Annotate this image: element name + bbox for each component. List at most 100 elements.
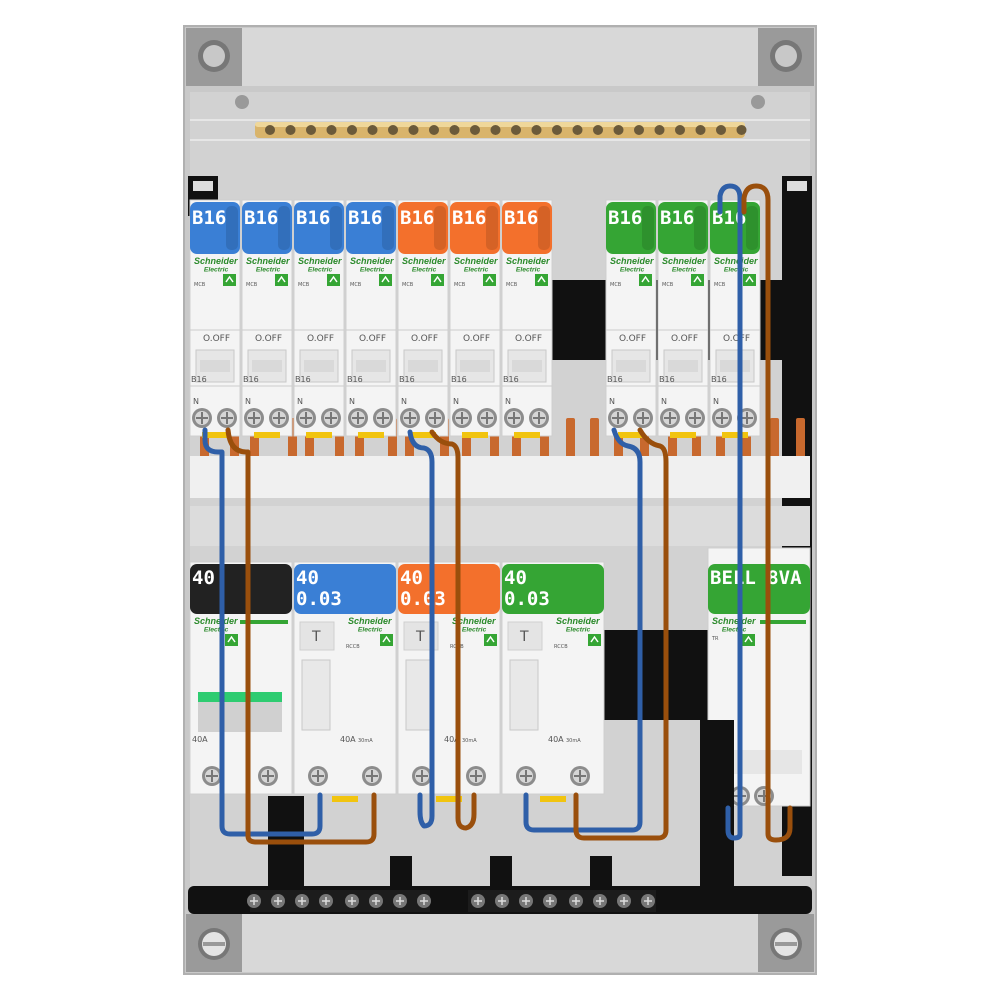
earth-screw[interactable] [285, 125, 296, 135]
brand-sub: Electric [672, 267, 697, 274]
neutral-marker: N [505, 397, 511, 406]
mcb-label-cap [502, 202, 552, 254]
mcb-label-cap [450, 202, 500, 254]
rccb[interactable]: 400.03SchneiderElectricTRCCBO.OFF40A30mA [501, 561, 605, 802]
neutral-marker: N [401, 397, 407, 406]
test-button-label: T [415, 629, 425, 645]
brand-sub: Electric [256, 267, 281, 274]
brand-name: Schneider [350, 256, 394, 266]
terminal-clip [514, 432, 540, 438]
rccb-label-cap [502, 564, 604, 614]
mcb-model: MCB [402, 282, 414, 288]
earth-screw[interactable] [470, 125, 480, 135]
mcb-toggle-lever[interactable] [408, 360, 438, 372]
house-icon [381, 275, 390, 283]
mcb-rating-text: B16 [607, 375, 623, 384]
rccb-sensitivity-label: 0.03 [504, 588, 550, 610]
mcb-toggle-lever[interactable] [512, 360, 542, 372]
wire-neutral-blue [717, 183, 743, 841]
busbar-cover-mid [190, 506, 810, 546]
rccb-rating-text: 40A [444, 735, 460, 744]
terminal-clip [436, 796, 462, 802]
mcb-toggle-lever[interactable] [200, 360, 230, 372]
mcb-toggle-lever[interactable] [356, 360, 386, 372]
mcb-toggle-lever[interactable] [616, 360, 646, 372]
mcb-rating-label: B16 [452, 207, 486, 229]
brand-name: Schneider [506, 256, 550, 266]
earth-screw[interactable] [449, 125, 460, 135]
house-icon [641, 275, 650, 283]
earth-screw[interactable] [552, 125, 562, 135]
neutral-terminals [247, 894, 655, 908]
earth-screw[interactable] [695, 125, 706, 135]
neutral-marker: N [713, 397, 719, 406]
earth-screw[interactable] [716, 125, 726, 135]
earth-screw[interactable] [429, 125, 439, 135]
earth-screw[interactable] [306, 125, 316, 135]
isolator-label-cap [190, 564, 292, 614]
cap-shade [746, 206, 758, 250]
mcb-toggle-lever[interactable] [252, 360, 282, 372]
rccb-toggle[interactable] [509, 659, 539, 731]
brand-sub: Electric [516, 267, 541, 274]
earth-screw[interactable] [347, 125, 357, 135]
brand-sub: Electric [308, 267, 333, 274]
earth-screw[interactable] [367, 125, 378, 135]
mcb-toggle-lever[interactable] [460, 360, 490, 372]
earth-screw[interactable] [613, 125, 624, 135]
earth-screw[interactable] [531, 125, 542, 135]
rccb-model: RCCB [346, 644, 360, 650]
test-button[interactable] [507, 621, 543, 651]
earth-screw[interactable] [388, 125, 398, 135]
house-icon [537, 275, 546, 283]
earth-screw[interactable] [654, 125, 665, 135]
test-button[interactable] [299, 621, 335, 651]
mcb-label-cap [710, 202, 760, 254]
earth-screw[interactable] [408, 125, 419, 135]
cap-shade [642, 206, 654, 250]
rccb[interactable]: 400.03SchneiderElectricTRCCBO.OFF40A30mA [397, 561, 501, 802]
cap-shade [382, 206, 394, 250]
earth-screw[interactable] [572, 125, 583, 135]
bell-label-cap [708, 564, 810, 614]
earth-screw[interactable] [490, 125, 501, 135]
rccb[interactable]: 400.03SchneiderElectricTRCCBO.OFF40A30mA [293, 561, 397, 802]
label-slot [193, 181, 213, 191]
cap-shade [434, 206, 446, 250]
earth-screw[interactable] [593, 125, 603, 135]
mcb-toggle-lever[interactable] [304, 360, 334, 372]
earth-screw[interactable] [675, 125, 685, 135]
mcb-toggle-lever[interactable] [720, 360, 750, 372]
terminal-clip [722, 432, 748, 438]
rccb-toggle[interactable] [301, 659, 331, 731]
mcb-toggle-lever[interactable] [668, 360, 698, 372]
earth-screw[interactable] [326, 125, 337, 135]
mcb-rating-text: B16 [191, 375, 207, 384]
schneider-logo-icon [743, 274, 756, 286]
schneider-logo-icon [691, 274, 704, 286]
earth-screw[interactable] [265, 125, 275, 135]
cap-shade [538, 206, 550, 250]
earth-screw[interactable] [736, 125, 747, 135]
mount-bottom-right [758, 914, 814, 972]
schneider-logo-icon [223, 274, 236, 286]
mcb-model: MCB [454, 282, 466, 288]
mcb-label-cap [346, 202, 396, 254]
brand-name: Schneider [556, 616, 600, 626]
terminal-clip [306, 432, 332, 438]
terminal-clip [670, 432, 696, 438]
earth-screw[interactable] [511, 125, 521, 135]
earth-screw[interactable] [634, 125, 644, 135]
